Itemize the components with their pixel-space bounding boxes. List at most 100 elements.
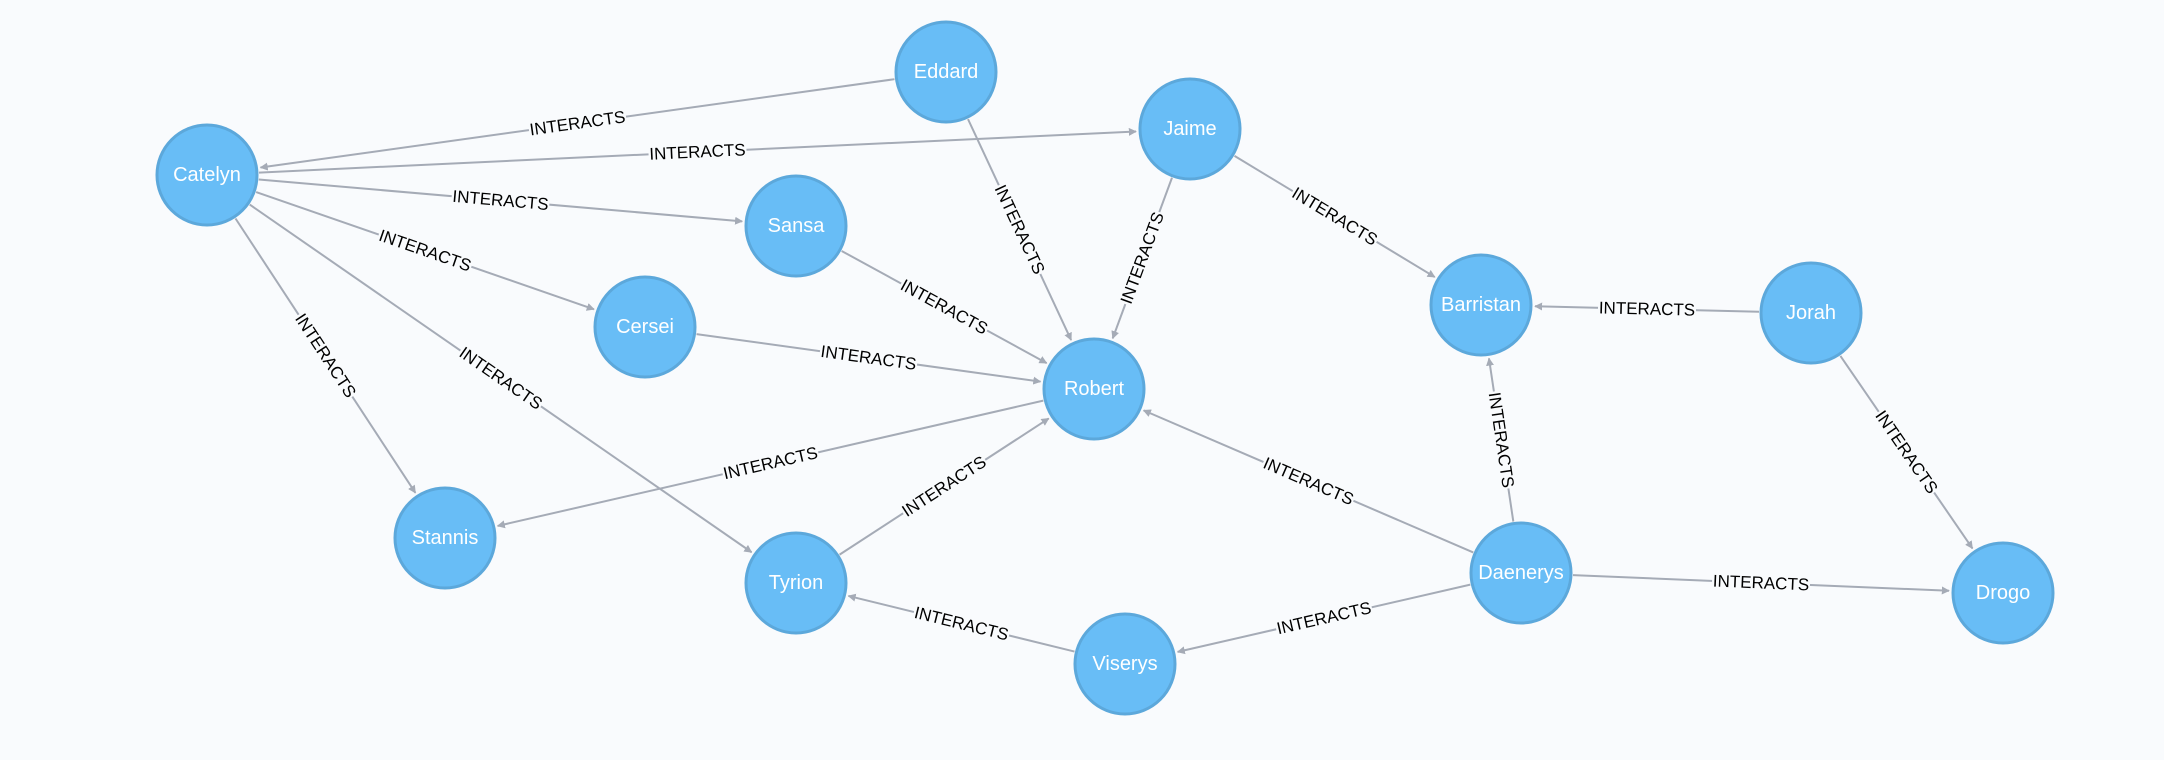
edge-eddard-robert[interactable]: INTERACTS	[967, 118, 1073, 341]
edge-label-background	[989, 180, 1050, 279]
edge-label-group: INTERACTS	[818, 341, 919, 375]
edge-daenerys-robert[interactable]: INTERACTS	[1142, 409, 1474, 554]
edge-label-background	[450, 186, 551, 215]
node-viserys[interactable]: Viserys	[1073, 612, 1177, 716]
edge-label: INTERACTS	[1117, 210, 1168, 307]
edge-daenerys-viserys[interactable]: INTERACTS	[1176, 583, 1471, 655]
edge-label-group: INTERACTS	[1259, 452, 1358, 510]
edge-label-group: INTERACTS	[1115, 208, 1169, 308]
node-barristan[interactable]: Barristan	[1429, 253, 1533, 357]
node-circle[interactable]	[1073, 612, 1177, 716]
edge-jorah-barristan[interactable]: INTERACTS	[1534, 297, 1760, 321]
edge-jorah-drogo[interactable]: INTERACTS	[1839, 355, 1974, 550]
node-daenerys[interactable]: Daenerys	[1469, 521, 1573, 625]
edge-label-background	[720, 442, 821, 484]
node-circle[interactable]	[1951, 541, 2055, 645]
edge-label: INTERACTS	[649, 140, 746, 163]
node-label: Stannis	[412, 527, 479, 549]
edge-jaime-barristan[interactable]: INTERACTS	[1233, 155, 1436, 278]
node-tyrion[interactable]: Tyrion	[744, 531, 848, 635]
edge-label-group: INTERACTS	[989, 180, 1050, 279]
edge-label: INTERACTS	[456, 343, 546, 413]
edge-label: INTERACTS	[991, 182, 1049, 277]
edge-label-background	[290, 309, 361, 403]
edge-cersei-robert[interactable]: INTERACTS	[696, 333, 1042, 385]
edge-label: INTERACTS	[721, 443, 819, 483]
node-circle[interactable]	[894, 20, 998, 124]
edge-sansa-robert[interactable]: INTERACTS	[841, 250, 1048, 364]
node-robert[interactable]: Robert	[1042, 337, 1146, 441]
node-circle[interactable]	[744, 174, 848, 278]
node-jorah[interactable]: Jorah	[1759, 261, 1863, 365]
node-cersei[interactable]: Cersei	[593, 275, 697, 379]
edge-daenerys-barristan[interactable]: INTERACTS	[1484, 357, 1519, 522]
node-label: Robert	[1064, 378, 1124, 400]
edge-catelyn-jaime[interactable]: INTERACTS	[258, 127, 1137, 174]
edge-label: INTERACTS	[291, 310, 360, 401]
edge-label-background	[375, 225, 475, 277]
edge-daenerys-drogo[interactable]: INTERACTS	[1572, 570, 1950, 595]
node-label: Drogo	[1976, 582, 2030, 604]
edge-label-group: INTERACTS	[720, 442, 821, 484]
edge-label-background	[454, 342, 547, 415]
edge-label-background	[1484, 390, 1519, 490]
edge-catelyn-sansa[interactable]: INTERACTS	[258, 178, 743, 225]
node-circle[interactable]	[155, 123, 259, 227]
edge-label-group: INTERACTS	[527, 106, 628, 141]
edge-label: INTERACTS	[1712, 571, 1809, 594]
node-label: Cersei	[616, 316, 674, 338]
edge-label-group: INTERACTS	[454, 342, 547, 415]
edge-label-background	[1711, 570, 1811, 595]
node-circle[interactable]	[593, 275, 697, 379]
edge-label: INTERACTS	[1485, 391, 1518, 489]
node-label: Tyrion	[769, 572, 823, 594]
edge-label: INTERACTS	[1599, 298, 1696, 319]
node-circle[interactable]	[393, 486, 497, 590]
node-circle[interactable]	[744, 531, 848, 635]
node-catelyn[interactable]: Catelyn	[155, 123, 259, 227]
edge-label-background	[896, 274, 992, 340]
edge-tyrion-robert[interactable]: INTERACTS	[839, 417, 1050, 556]
edge-label: INTERACTS	[1289, 183, 1381, 249]
edge-label-group: INTERACTS	[290, 309, 361, 403]
edge-label-background	[527, 106, 628, 141]
edge-label-background	[1870, 406, 1943, 499]
edge-label-group: INTERACTS	[1484, 390, 1519, 490]
edge-label: INTERACTS	[376, 226, 473, 276]
node-sansa[interactable]: Sansa	[744, 174, 848, 278]
edge-jaime-robert[interactable]: INTERACTS	[1111, 177, 1173, 340]
node-label: Jorah	[1786, 302, 1836, 324]
edge-label-background	[648, 139, 747, 165]
edge-label-background	[1287, 182, 1382, 251]
edge-label-group: INTERACTS	[1870, 406, 1943, 499]
edge-label-group: INTERACTS	[450, 186, 551, 215]
node-eddard[interactable]: Eddard	[894, 20, 998, 124]
edge-viserys-tyrion[interactable]: INTERACTS	[847, 593, 1075, 653]
edge-label: INTERACTS	[912, 603, 1010, 644]
edge-label-group: INTERACTS	[648, 139, 747, 165]
node-stannis[interactable]: Stannis	[393, 486, 497, 590]
edge-label-background	[818, 341, 919, 375]
node-jaime[interactable]: Jaime	[1138, 77, 1242, 181]
node-circle[interactable]	[1469, 521, 1573, 625]
edge-label-group: INTERACTS	[896, 274, 992, 340]
edge-label-background	[1597, 297, 1697, 321]
node-circle[interactable]	[1042, 337, 1146, 441]
edge-label: INTERACTS	[1275, 598, 1373, 638]
node-circle[interactable]	[1759, 261, 1863, 365]
node-circle[interactable]	[1429, 253, 1533, 357]
edge-catelyn-stannis[interactable]: INTERACTS	[234, 217, 417, 494]
node-circle[interactable]	[1138, 77, 1242, 181]
node-label: Jaime	[1163, 118, 1216, 140]
edge-catelyn-tyrion[interactable]: INTERACTS	[249, 203, 753, 554]
edge-label-background	[897, 451, 991, 522]
edge-label: INTERACTS	[528, 107, 626, 139]
edge-label-group: INTERACTS	[1273, 597, 1374, 639]
node-label: Sansa	[768, 215, 826, 237]
node-drogo[interactable]: Drogo	[1951, 541, 2055, 645]
node-label: Viserys	[1092, 653, 1157, 675]
edge-label: INTERACTS	[897, 276, 991, 339]
edge-eddard-catelyn[interactable]: INTERACTS	[259, 78, 895, 171]
edge-label-group: INTERACTS	[911, 602, 1012, 646]
